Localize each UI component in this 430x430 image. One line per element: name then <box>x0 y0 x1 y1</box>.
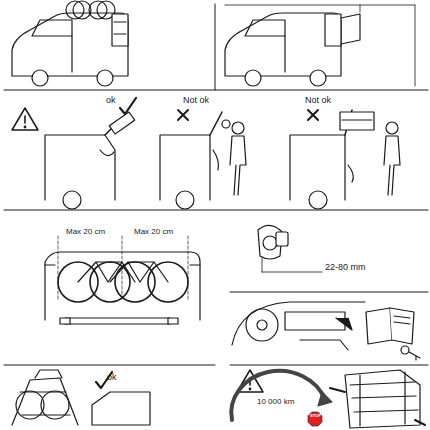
stop-sign-text: STOP <box>310 414 321 418</box>
interval-label: 10 000 km <box>257 398 294 406</box>
warning-label: Not ok <box>183 96 209 105</box>
dimension-label: 22-80 mm <box>325 263 366 272</box>
dimension-label: Max 20 cm <box>134 228 173 236</box>
warning-label: Not ok <box>305 96 331 105</box>
dimension-label: Max 20 cm <box>66 228 105 236</box>
ok-label: ok <box>106 96 116 105</box>
ok-label: ok <box>107 373 117 382</box>
